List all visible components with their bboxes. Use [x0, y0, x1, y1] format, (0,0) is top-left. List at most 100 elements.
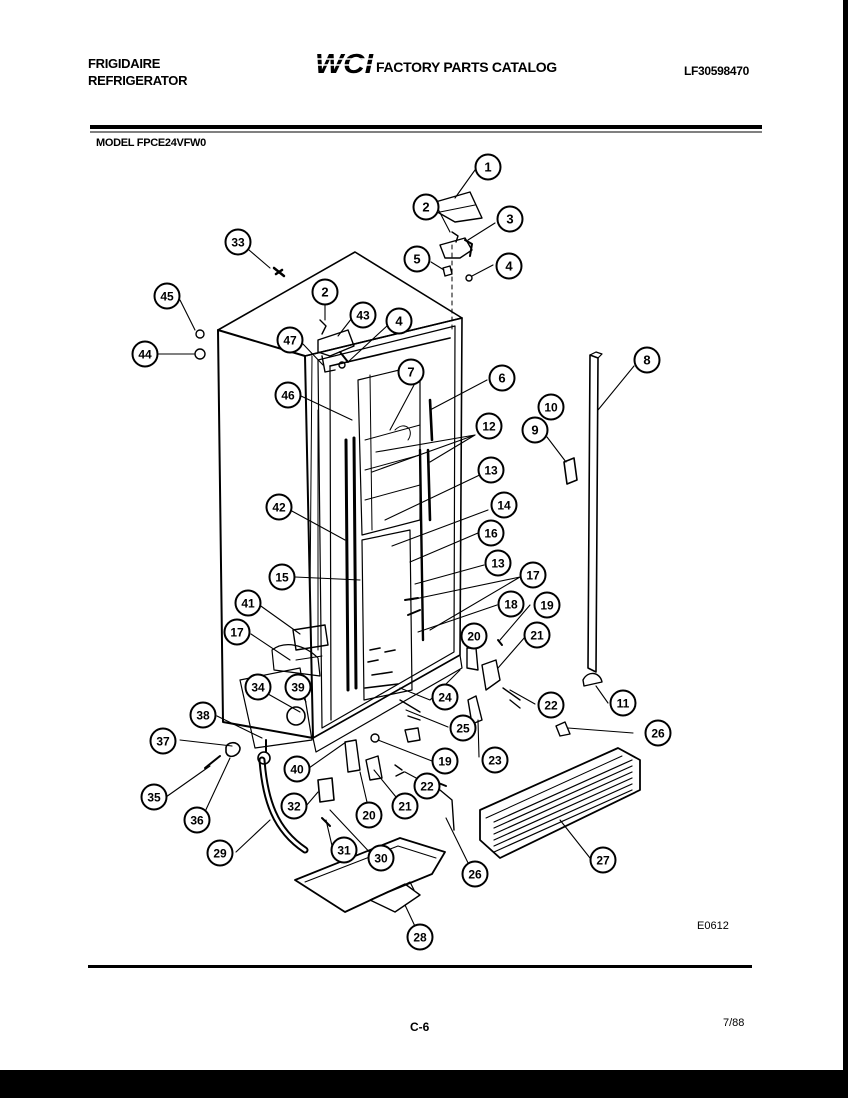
- callout-balloon: [274, 381, 302, 409]
- callout-14: 14: [490, 491, 518, 519]
- callout-balloon: [523, 621, 551, 649]
- callout-balloon: [280, 792, 308, 820]
- callout-22: 22: [413, 772, 441, 800]
- callout-36: 36: [183, 806, 211, 834]
- callout-balloon: [385, 307, 413, 335]
- callout-balloon: [533, 591, 561, 619]
- callout-5: 5: [403, 245, 431, 273]
- callout-balloon: [490, 491, 518, 519]
- callout-number: 45: [160, 290, 174, 304]
- callout-15: 15: [268, 563, 296, 591]
- callout-balloon: [223, 618, 251, 646]
- callout-balloon: [413, 772, 441, 800]
- callout-balloon: [406, 923, 434, 951]
- callout-number: 36: [190, 814, 204, 828]
- callout-39: 39: [284, 673, 312, 701]
- callout-number: 17: [230, 626, 244, 640]
- callout-number: 35: [147, 791, 161, 805]
- callout-balloon: [131, 340, 159, 368]
- callout-number: 2: [321, 285, 328, 300]
- callout-number: 24: [438, 691, 452, 705]
- callout-number: 30: [374, 852, 388, 866]
- callout-balloon: [477, 519, 505, 547]
- callout-45: 45: [153, 282, 181, 310]
- callout-balloon: [355, 801, 383, 829]
- callout-number: 11: [617, 697, 630, 711]
- callout-balloon: [183, 806, 211, 834]
- callout-20: 20: [460, 622, 488, 650]
- callout-number: 32: [287, 800, 301, 814]
- callout-number: 40: [290, 763, 304, 777]
- callout-number: 22: [420, 780, 434, 794]
- callout-balloon: [609, 689, 637, 717]
- callout-9: 9: [521, 416, 549, 444]
- callout-balloon: [391, 792, 419, 820]
- figure-code: E0612: [697, 920, 729, 932]
- callout-43: 43: [349, 301, 377, 329]
- callout-number: 28: [413, 931, 427, 945]
- callout-balloon: [234, 589, 262, 617]
- callout-number: 1: [484, 160, 491, 175]
- callout-number: 19: [438, 755, 452, 769]
- page-number: C-6: [410, 1020, 430, 1034]
- callout-13: 13: [477, 456, 505, 484]
- callout-38: 38: [189, 701, 217, 729]
- callout-number: 25: [456, 722, 470, 736]
- callout-balloon: [474, 153, 502, 181]
- callout-number: 27: [596, 854, 610, 868]
- callout-28: 28: [406, 923, 434, 951]
- callout-balloon: [367, 844, 395, 872]
- catalog-number: LF30598470: [684, 64, 750, 78]
- callout-number: 20: [467, 630, 481, 644]
- callout-balloon: [461, 860, 489, 888]
- callout-26: 26: [461, 860, 489, 888]
- callout-balloon: [244, 673, 272, 701]
- parts-catalog-sheet: FRIGIDAIRE REFRIGERATOR WCI FACTORY PART…: [0, 0, 843, 1070]
- callout-number: 23: [488, 754, 502, 768]
- callout-number: 21: [530, 629, 544, 643]
- callout-balloon: [537, 691, 565, 719]
- callout-balloon: [521, 416, 549, 444]
- callout-4: 4: [495, 252, 523, 280]
- callout-number: 3: [506, 212, 513, 227]
- callout-balloon: [349, 301, 377, 329]
- callout-19: 19: [431, 747, 459, 775]
- callout-number: 8: [643, 353, 650, 368]
- callout-balloon: [589, 846, 617, 874]
- callout-number: 47: [283, 334, 297, 348]
- callout-number: 6: [498, 371, 505, 386]
- callout-balloon: [283, 755, 311, 783]
- callout-number: 2: [422, 200, 429, 215]
- callout-number: 4: [505, 259, 513, 274]
- callout-10: 10: [537, 393, 565, 421]
- callout-balloon: [633, 346, 661, 374]
- callout-balloon: [431, 683, 459, 711]
- callout-13: 13: [484, 549, 512, 577]
- callout-number: 18: [504, 598, 518, 612]
- callout-number: 33: [231, 236, 245, 250]
- callout-27: 27: [589, 846, 617, 874]
- callout-2: 2: [412, 193, 440, 221]
- callout-number: 14: [497, 499, 511, 513]
- callout-balloon: [206, 839, 234, 867]
- callout-balloon: [495, 252, 523, 280]
- callout-22: 22: [537, 691, 565, 719]
- drain-pan-drawing: [294, 837, 446, 913]
- callout-7: 7: [397, 358, 425, 386]
- callout-balloon: [397, 358, 425, 386]
- callout-29: 29: [206, 839, 234, 867]
- callout-balloon: [496, 205, 524, 233]
- callout-balloon: [484, 549, 512, 577]
- callout-balloon: [140, 783, 168, 811]
- callout-1: 1: [474, 153, 502, 181]
- callout-26: 26: [644, 719, 672, 747]
- leader-lines: [152, 169, 635, 938]
- door-seal-strip-drawing: [563, 351, 603, 687]
- callout-4: 4: [385, 307, 413, 335]
- callout-17: 17: [223, 618, 251, 646]
- callout-number: 44: [138, 348, 152, 362]
- top-hinge-drawing: [194, 191, 483, 373]
- callout-balloon: [330, 836, 358, 864]
- callout-11: 11: [609, 689, 637, 717]
- callout-balloon: [265, 493, 293, 521]
